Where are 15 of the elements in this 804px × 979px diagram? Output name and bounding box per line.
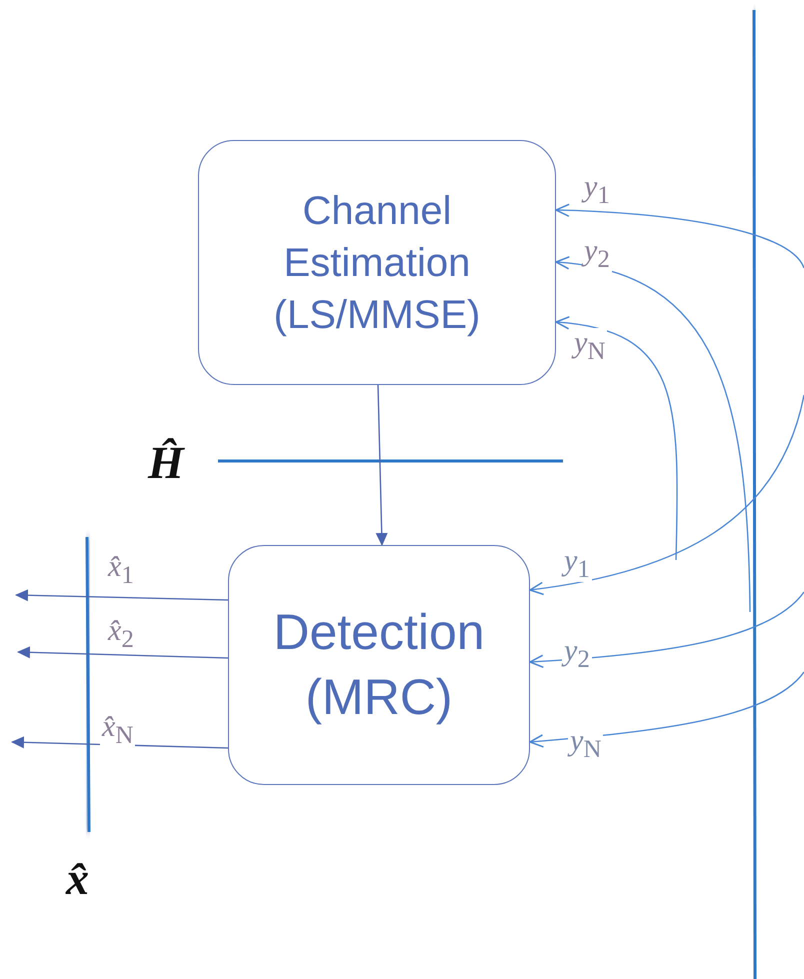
arrow: [555, 316, 678, 560]
node-label: Channel Estimation (LS/MMSE): [272, 188, 482, 338]
arrow: [529, 672, 804, 748]
process-box: [198, 140, 556, 385]
arrow: [529, 394, 804, 595]
arrow: [376, 384, 388, 546]
arrow: [17, 646, 228, 659]
arrow: [555, 256, 751, 612]
arrow: [529, 592, 804, 668]
node-label: Detection (MRC): [272, 603, 486, 727]
process-box: [228, 545, 530, 785]
arrow: [555, 204, 804, 268]
bus-label: Ĥ: [148, 440, 184, 486]
bus-label: x̂: [66, 856, 89, 902]
arrow: [15, 589, 228, 602]
